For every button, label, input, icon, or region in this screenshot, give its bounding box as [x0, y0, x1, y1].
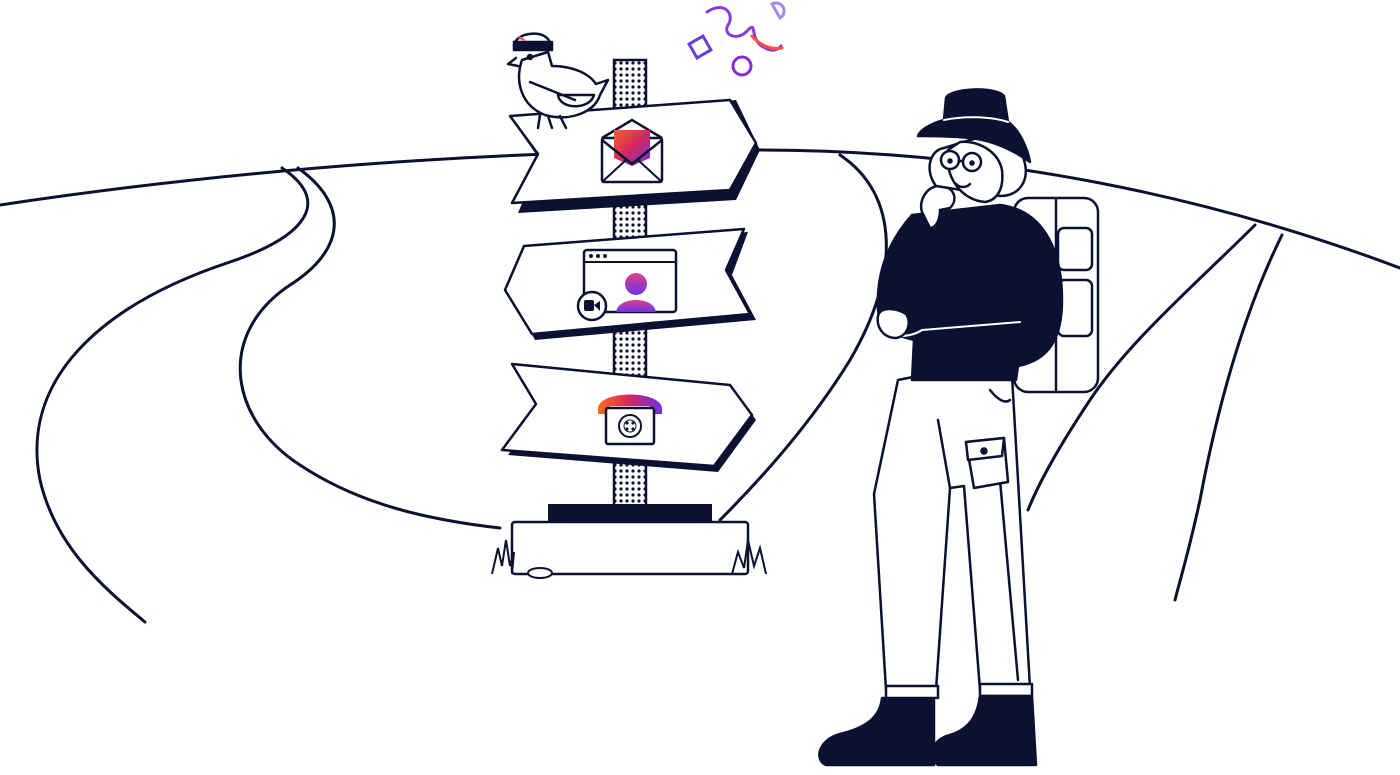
telephone-icon: [598, 394, 662, 446]
sign-phone: [500, 362, 756, 472]
sign-video-call: [503, 227, 756, 340]
left-hand: [876, 307, 910, 340]
sweater: [876, 203, 1064, 382]
signpost-base: [510, 520, 750, 576]
envelope-icon: [600, 118, 664, 184]
squiggle-icon: [705, 6, 783, 52]
grass-left: [491, 539, 515, 575]
signpost: [491, 58, 767, 579]
confetti: [687, 1, 786, 77]
left-boot: [818, 696, 936, 767]
grass-right: [731, 539, 767, 575]
sign-email: [508, 98, 760, 213]
bird-icon: [506, 32, 610, 130]
center-road: [718, 153, 888, 522]
squiggle-accent: [750, 34, 784, 50]
video-call-icon: [576, 248, 678, 322]
hiker-icon: [818, 88, 1100, 767]
circle-icon: [731, 55, 753, 77]
right-road-inner: [1173, 233, 1284, 602]
arm: [896, 228, 962, 270]
right-road-outer: [1026, 223, 1257, 512]
hand: [919, 184, 956, 230]
left-road-inner: [238, 166, 502, 530]
right-boot: [930, 694, 1038, 767]
trousers: [872, 374, 1032, 692]
left-road-outer: [35, 166, 310, 624]
half-circle-icon: [769, 1, 786, 21]
signpost-cap: [548, 504, 712, 522]
diamond-icon: [687, 34, 713, 60]
pebble: [527, 567, 553, 579]
